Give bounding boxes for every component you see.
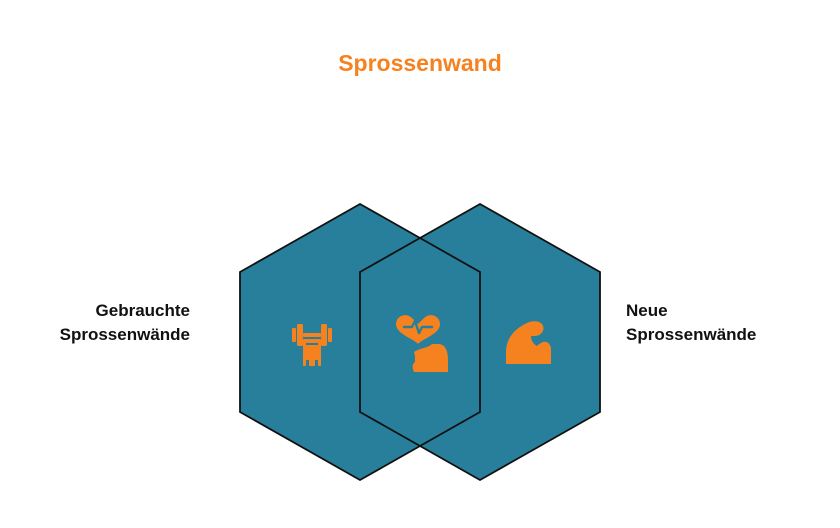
left-set-label: Gebrauchte Sprossenwände (60, 299, 190, 347)
right-hexagon-outline (359, 202, 601, 482)
flexed-arm-icon (506, 321, 551, 364)
diagram-title: Sprossenwand (338, 50, 502, 76)
left-label-line-1: Gebrauchte (95, 301, 190, 320)
right-set-label: Neue Sprossenwände (626, 299, 756, 347)
right-label-line-1: Neue (626, 301, 668, 320)
heart-strength-icon (396, 315, 448, 372)
left-label-line-2: Sprossenwände (59, 325, 190, 344)
weight-bench-icon (292, 324, 332, 366)
left-hexagon-outline (239, 202, 481, 482)
right-label-line-2: Sprossenwände (626, 325, 757, 344)
